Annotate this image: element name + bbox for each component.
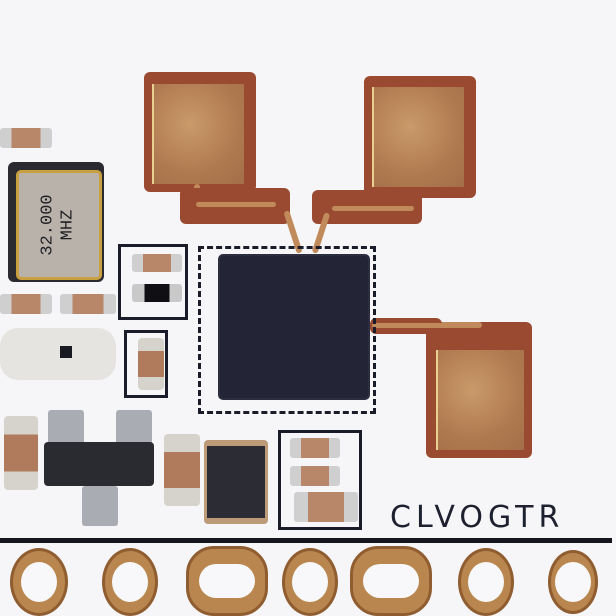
capacitor — [0, 128, 52, 148]
antenna-feed-right — [332, 206, 414, 211]
capacitor — [0, 294, 52, 314]
resistor — [132, 284, 182, 302]
silkscreen-label: CLVOGTR — [390, 500, 565, 535]
castellated-hole-2 — [102, 548, 158, 616]
transistor-pad — [116, 410, 152, 444]
led-die — [60, 346, 72, 358]
crystal-unit: MHZ — [59, 209, 78, 241]
crystal-lid: 32.000 MHZ — [16, 170, 102, 280]
capacitor — [290, 466, 340, 486]
transistor-package — [44, 442, 154, 486]
castellated-hole-1 — [10, 548, 68, 616]
crystal-oscillator: 32.000 MHZ — [8, 162, 104, 282]
capacitor — [60, 294, 116, 314]
antenna-feed-left — [196, 202, 276, 207]
rf-chip — [220, 256, 368, 398]
capacitor — [294, 492, 358, 522]
capacitor — [290, 438, 340, 458]
antenna-pad-lower — [436, 350, 524, 450]
capacitor — [164, 434, 200, 506]
capacitor — [132, 254, 182, 272]
castellated-hole-6 — [458, 548, 514, 616]
passive-silkscreen-box — [278, 430, 362, 530]
crystal-marking: 32.000 MHZ — [39, 194, 79, 255]
castellated-hole-3 — [186, 546, 268, 616]
castellated-hole-4 — [282, 548, 338, 616]
passive-silkscreen-box — [124, 330, 168, 398]
board-edge-line — [0, 538, 612, 543]
castellated-hole-7 — [548, 550, 598, 614]
capacitor — [138, 338, 164, 390]
led — [0, 328, 116, 380]
crystal-frequency: 32.000 — [39, 194, 58, 256]
inductor — [204, 440, 268, 524]
antenna-trace-lower-inner — [372, 323, 472, 328]
transistor-pad — [82, 486, 118, 526]
chip-silkscreen-outline — [198, 246, 376, 414]
antenna-pad-right — [372, 87, 464, 187]
capacitor — [4, 416, 38, 490]
castellated-hole-5 — [350, 546, 432, 616]
transistor-pad — [48, 410, 84, 444]
passive-silkscreen-box — [118, 244, 188, 320]
antenna-pad-left — [152, 84, 244, 184]
